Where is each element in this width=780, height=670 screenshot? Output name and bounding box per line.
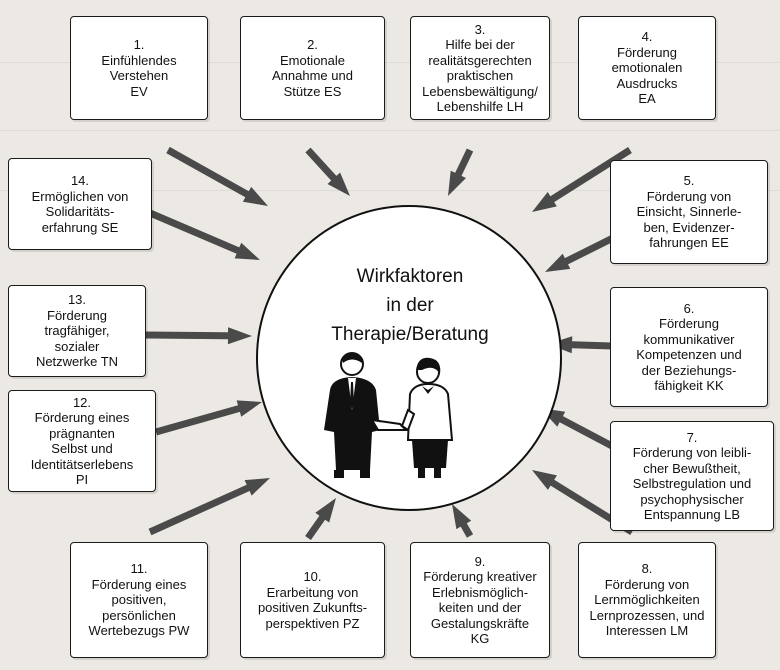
arrow-ev — [166, 146, 268, 206]
factor-label: Förderung kreativer Erlebnismöglich- kei… — [423, 569, 537, 646]
factor-box-5-ee: 5. Förderung von Einsicht, Sinnerle- ben… — [610, 160, 768, 264]
arrow-kk — [548, 336, 613, 354]
factor-label: Förderung emotionalen Ausdrucks EA — [611, 44, 683, 107]
arrow-lb — [540, 408, 614, 450]
factor-box-4-ea: 4. Förderung emotionalen Ausdrucks EA — [578, 16, 716, 120]
factor-box-13-tn: 13. Förderung tragfähiger, sozialer Netz… — [8, 285, 146, 377]
factor-box-7-lb: 7. Förderung von leibli- cher Bewußtheit… — [610, 421, 774, 531]
factor-number: 1. — [133, 37, 145, 52]
factor-label: Erarbeitung von positiven Zukunfts- pers… — [257, 584, 368, 631]
factor-number: 4. — [641, 29, 653, 45]
factor-number: 7. — [686, 429, 698, 445]
factor-box-3-lh: 3. Hilfe bei der realitätsgerechten prak… — [410, 16, 550, 120]
factor-number: 13. — [67, 292, 87, 308]
factor-number: 14. — [70, 173, 90, 188]
factor-box-6-kk: 6. Förderung kommunikativer Kompetenzen … — [610, 287, 768, 407]
factor-number: 2. — [307, 37, 318, 52]
therapy-people-illustration — [324, 352, 454, 478]
arrow-lm — [532, 470, 634, 535]
arrow-ea — [532, 147, 632, 212]
arrow-tn — [146, 327, 252, 345]
factor-label: Förderung von Lernmöglichkeiten Lernproz… — [589, 576, 705, 639]
factor-label: Förderung von leibli- cher Bewußtheit, S… — [632, 445, 752, 522]
arrow-pi — [155, 400, 262, 436]
factor-number: 3. — [474, 21, 486, 37]
factor-number: 11. — [130, 561, 148, 577]
factor-label: Förderung von Einsicht, Sinnerle- ben, E… — [636, 188, 742, 251]
factor-box-9-kg: 9. Förderung kreativer Erlebnismöglich- … — [410, 542, 550, 658]
factor-box-2-es: 2. Emotionale Annahme und Stütze ES — [240, 16, 385, 120]
factor-number: 9. — [474, 553, 486, 569]
arrow-pz — [305, 498, 336, 540]
background-line — [0, 62, 780, 63]
factor-label: Hilfe bei der realitätsgerechten praktis… — [422, 37, 538, 114]
factor-box-1-ev: 1. Einfühlendes Verstehen EV — [70, 16, 208, 120]
factor-label: Ermöglichen von Solidaritäts- erfahrung … — [31, 188, 129, 235]
factor-label: Förderung eines positiven, persönlichen … — [88, 576, 190, 639]
factor-number: 6. — [683, 300, 695, 316]
factor-number: 10. — [303, 569, 322, 584]
factor-label: Förderung kommunikativer Kompetenzen und… — [636, 316, 742, 393]
man-figure — [324, 352, 380, 478]
arrow-pw — [148, 478, 270, 536]
factor-box-11-pw: 11. Förderung eines positiven, persönlic… — [70, 542, 208, 658]
arrow-kg — [452, 504, 474, 538]
factor-number: 5. — [683, 173, 695, 189]
factor-label: Emotionale Annahme und Stütze ES — [272, 52, 353, 99]
arrow-es — [305, 147, 350, 196]
center-circle — [256, 205, 562, 511]
factor-number: 8. — [641, 561, 653, 577]
factor-number: 12. — [72, 394, 92, 410]
woman-figure — [400, 357, 454, 478]
arrow-lh — [448, 148, 474, 196]
arrow-se — [148, 209, 260, 260]
background-line — [0, 190, 780, 191]
factor-box-14-se: 14. Ermöglichen von Solidaritäts- erfahr… — [8, 158, 152, 250]
arrow-ee — [545, 228, 627, 272]
center-title: Wirkfaktoren in der Therapie/Beratung — [331, 266, 489, 345]
background-line — [0, 130, 780, 131]
factor-box-10-pz: 10. Erarbeitung von positiven Zukunfts- … — [240, 542, 385, 658]
factor-label: Förderung eines prägnanten Selbst und Id… — [30, 410, 134, 487]
factor-box-12-pi: 12. Förderung eines prägnanten Selbst un… — [8, 390, 156, 492]
factor-label: Förderung tragfähiger, sozialer Netzwerk… — [35, 307, 119, 370]
factor-label: Einfühlendes Verstehen EV — [101, 52, 177, 99]
factor-box-8-lm: 8. Förderung von Lernmöglichkeiten Lernp… — [578, 542, 716, 658]
